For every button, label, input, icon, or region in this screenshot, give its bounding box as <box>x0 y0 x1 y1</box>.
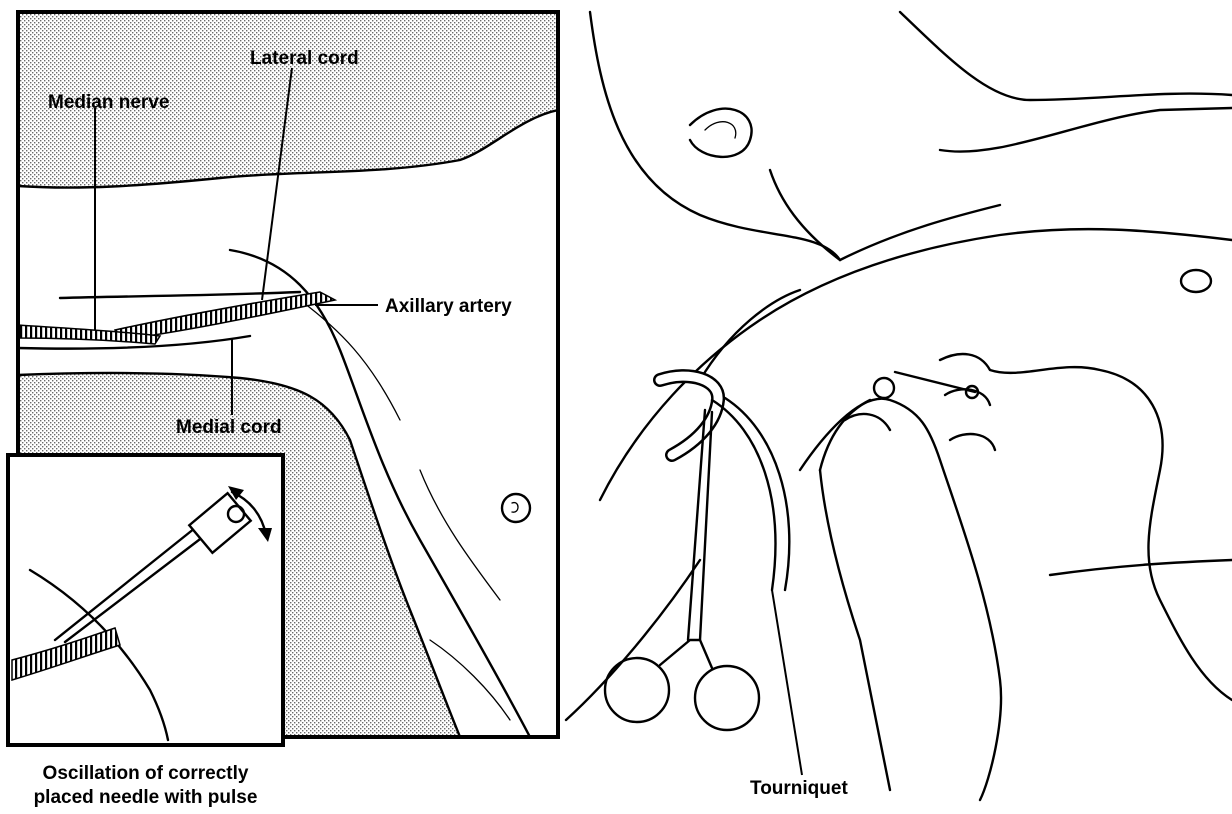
procedure-scene: Tourniquet <box>566 12 1232 800</box>
label-medial-cord: Medial cord <box>176 417 282 438</box>
hands <box>800 354 1232 800</box>
needle-inset <box>8 455 283 745</box>
label-lateral-cord: Lateral cord <box>250 48 359 69</box>
hemostat-clamp <box>605 410 759 730</box>
inset-caption: Oscillation of correctly placed needle w… <box>8 762 283 810</box>
label-median-nerve: Median nerve <box>48 92 169 113</box>
axillary-artery-shape <box>115 292 335 340</box>
label-tourniquet: Tourniquet <box>750 778 848 799</box>
label-axillary-artery: Axillary artery <box>385 296 512 317</box>
inset-caption-line-1: Oscillation of correctly <box>8 762 283 786</box>
inset-caption-line-2: placed needle with pulse <box>8 786 283 810</box>
